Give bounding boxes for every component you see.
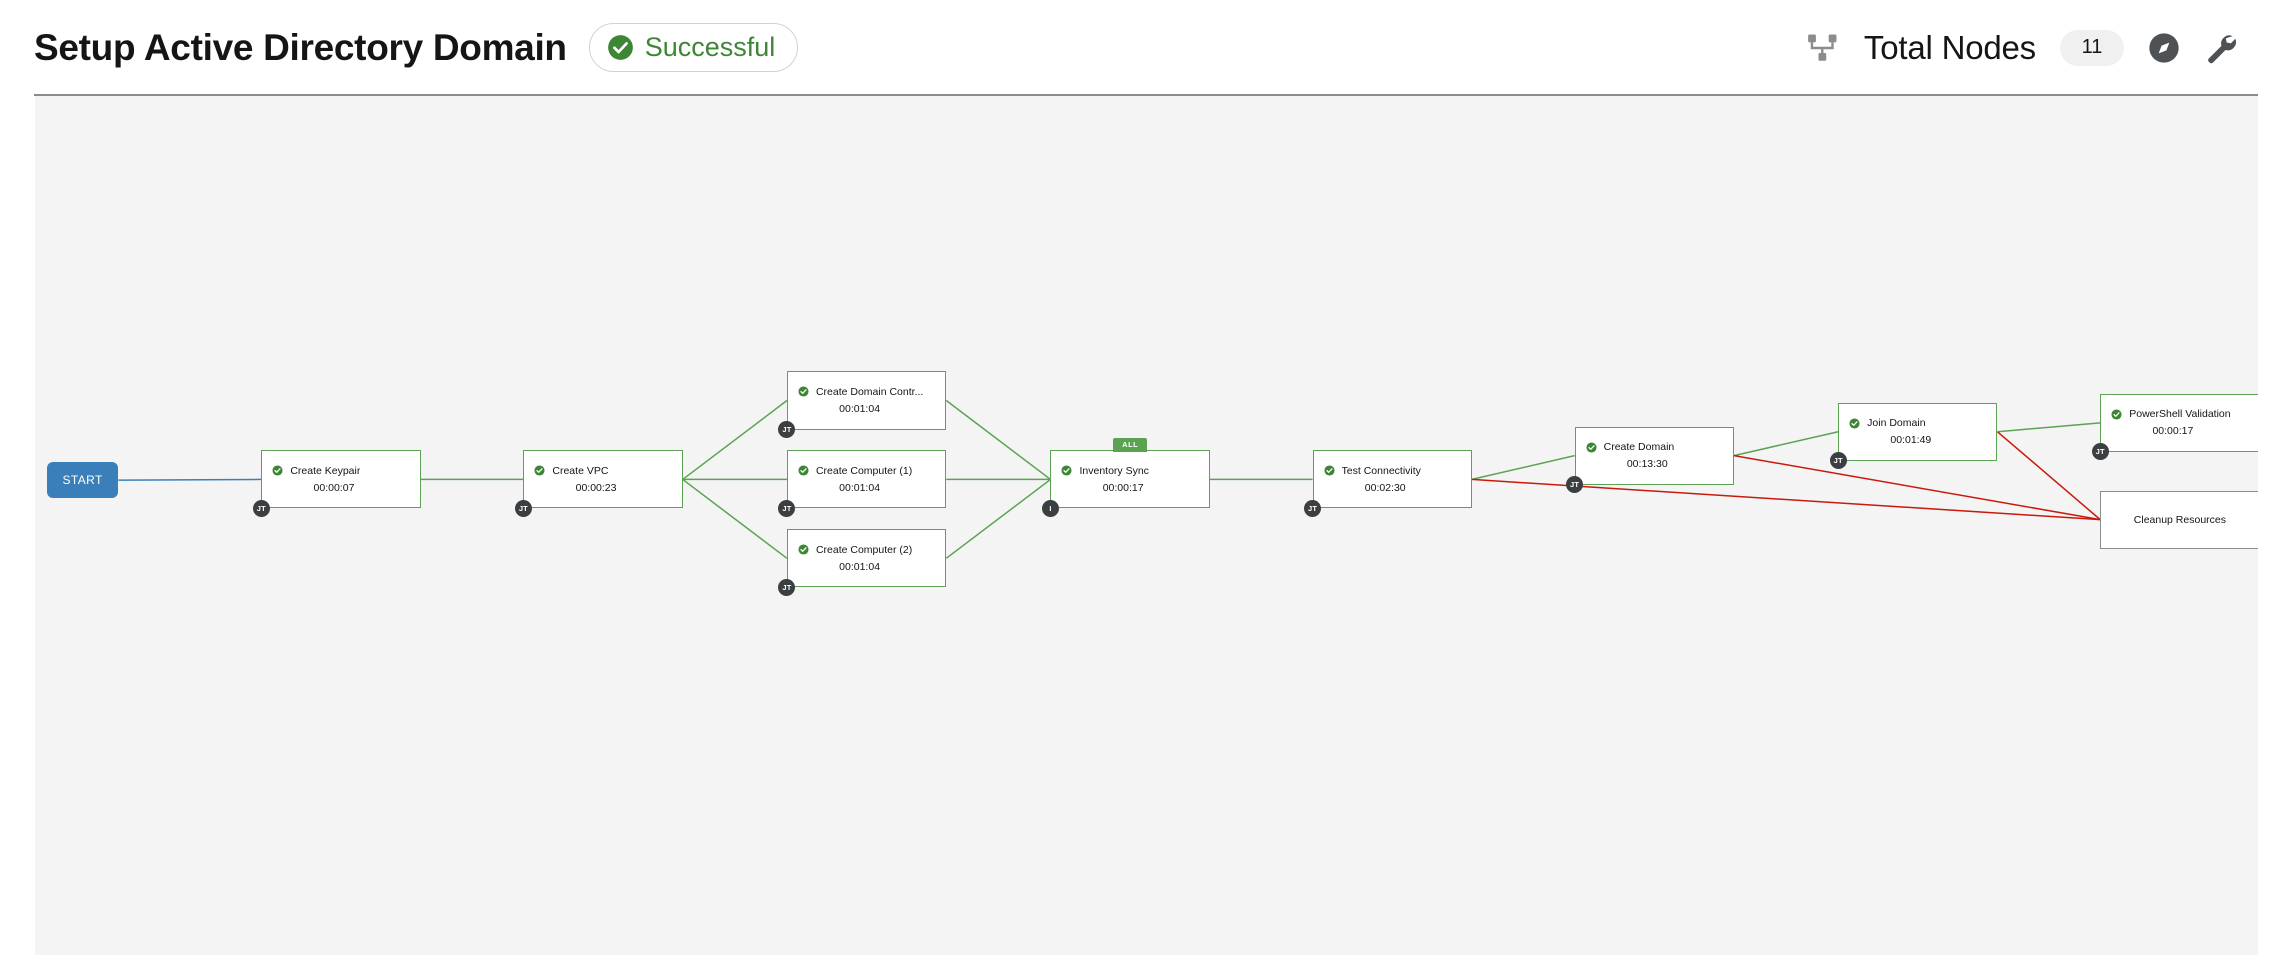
workflow-node-powershell-validation[interactable]: PowerShell Validation 00:00:17	[2100, 393, 2258, 452]
node-label: Create Keypair	[290, 464, 361, 477]
node-header: Join Domain	[1839, 417, 1996, 429]
check-circle-icon	[2111, 409, 2122, 420]
workflow-node-create-domain[interactable]: Create Domain 00:13:30	[1574, 426, 1734, 485]
node-header: Create Computer (2)	[788, 544, 945, 556]
workflow-edge-create-vpc-to-create-domain-controller	[682, 399, 788, 481]
workflow-node-create-computer-1[interactable]: Create Computer (1) 00:01:04	[786, 450, 947, 509]
node-duration: 00:00:17	[2152, 425, 2194, 438]
node-label: Create VPC	[552, 464, 609, 477]
node-duration: 00:00:23	[575, 481, 617, 494]
check-circle-icon	[1849, 418, 1860, 429]
check-circle-icon	[798, 544, 809, 555]
check-circle-icon	[798, 465, 809, 476]
check-circle-icon	[1324, 465, 1335, 476]
node-label: Test Connectivity	[1341, 464, 1421, 477]
node-header: Test Connectivity	[1314, 465, 1471, 477]
node-header: Create Domain Contr...	[788, 386, 945, 398]
node-type-badge-jt[interactable]: JT	[778, 421, 796, 439]
workflow-node-create-computer-2[interactable]: Create Computer (2) 00:01:04	[786, 529, 947, 588]
header-actions: Total Nodes 11	[1806, 29, 2238, 67]
sitemap-icon[interactable]	[1806, 31, 1840, 65]
node-label: Inventory Sync	[1079, 464, 1149, 477]
node-type-badge-jt[interactable]: JT	[252, 499, 270, 517]
workflow-edge-join-domain-to-cleanup-resources	[1997, 431, 2101, 521]
check-circle-icon	[1061, 465, 1073, 476]
page-header: Setup Active Directory Domain Successful…	[0, 0, 2290, 95]
workflow-node-create-domain-controller[interactable]: Create Domain Contr... 00:01:04	[786, 371, 947, 430]
node-label: Create Domain	[1603, 441, 1675, 454]
workflow-edge-create-vpc-to-create-computer-2	[682, 478, 788, 559]
node-label: PowerShell Validation	[2129, 408, 2231, 421]
header-divider	[34, 94, 2258, 96]
title-group: Setup Active Directory Domain Successful	[34, 23, 799, 72]
node-header: Inventory Sync	[1051, 465, 1208, 477]
node-all-badge: ALL	[1113, 438, 1148, 452]
node-label: Join Domain	[1867, 417, 1926, 430]
node-type-badge-jt[interactable]: JT	[778, 578, 796, 596]
node-duration: 00:01:49	[1890, 434, 1932, 447]
workflow-node-inventory-sync[interactable]: Inventory Sync 00:00:17	[1050, 450, 1210, 509]
workflow-node-cleanup-resources[interactable]: Cleanup Resources	[2100, 490, 2258, 549]
node-duration: 00:00:17	[1102, 481, 1144, 494]
check-circle-icon	[798, 386, 809, 398]
wrench-icon[interactable]	[2204, 31, 2238, 65]
node-header: Create Keypair	[262, 465, 419, 477]
node-type-badge-jt[interactable]: JT	[1829, 452, 1847, 470]
node-duration: 00:01:04	[839, 402, 881, 415]
node-label: Create Computer (1)	[815, 464, 913, 477]
check-circle-icon	[534, 465, 545, 476]
node-type-badge-jt[interactable]: JT	[778, 499, 796, 517]
node-duration: 00:02:30	[1364, 481, 1406, 494]
node-duration: 00:00:07	[313, 481, 355, 494]
workflow-node-create-keypair[interactable]: Create Keypair 00:00:07	[261, 450, 421, 509]
node-header: PowerShell Validation	[2101, 408, 2258, 420]
node-type-badge-jt[interactable]: JT	[2091, 443, 2109, 461]
total-nodes-label: Total Nodes	[1863, 28, 2036, 66]
check-circle-icon	[272, 465, 283, 476]
workflow-node-join-domain[interactable]: Join Domain 00:01:49	[1838, 402, 1998, 461]
node-label: Create Domain Contr...	[815, 385, 924, 398]
workflow-edge-test-connectivity-to-create-domain	[1471, 454, 1575, 481]
node-label: Create Computer (2)	[815, 543, 913, 556]
status-badge-label: Successful	[644, 32, 776, 62]
node-header: Create VPC	[524, 465, 681, 477]
check-circle-icon	[1586, 442, 1597, 453]
status-badge: Successful	[588, 23, 799, 72]
page-title: Setup Active Directory Domain	[34, 26, 567, 68]
node-type-badge-i[interactable]: I	[1041, 499, 1059, 517]
node-type-badge-jt[interactable]: JT	[514, 499, 532, 517]
workflow-node-create-vpc[interactable]: Create VPC 00:00:23	[523, 450, 683, 509]
node-duration: 00:13:30	[1626, 458, 1668, 471]
compass-icon[interactable]	[2148, 32, 2180, 64]
node-label: Cleanup Resources	[2133, 513, 2226, 526]
node-header: Create Domain	[1576, 441, 1733, 453]
node-type-badge-jt[interactable]: JT	[1304, 499, 1322, 517]
workflow-edge-create-computer-2-to-inventory-sync	[945, 478, 1051, 559]
workflow-edge-join-domain-to-powershell-validation	[1997, 422, 2101, 433]
workflow-node-test-connectivity[interactable]: Test Connectivity 00:02:30	[1312, 450, 1472, 509]
workflow-edge-create-domain-controller-to-inventory-sync	[945, 399, 1051, 481]
node-duration: 00:01:04	[839, 560, 881, 573]
node-header: Create Computer (1)	[788, 465, 945, 477]
check-circle-icon	[607, 34, 634, 61]
node-duration: 00:01:04	[839, 481, 881, 494]
workflow-node-start[interactable]: START	[46, 462, 119, 499]
node-type-badge-jt[interactable]: JT	[1566, 476, 1584, 494]
workflow-edge-layer	[118, 399, 2101, 559]
total-nodes-badge: 11	[2060, 29, 2124, 66]
workflow-edge-create-domain-to-cleanup-resources	[1733, 454, 2101, 521]
workflow-edge-create-domain-to-join-domain	[1733, 431, 1839, 457]
workflow-edge-start-to-create-keypair	[118, 478, 262, 481]
